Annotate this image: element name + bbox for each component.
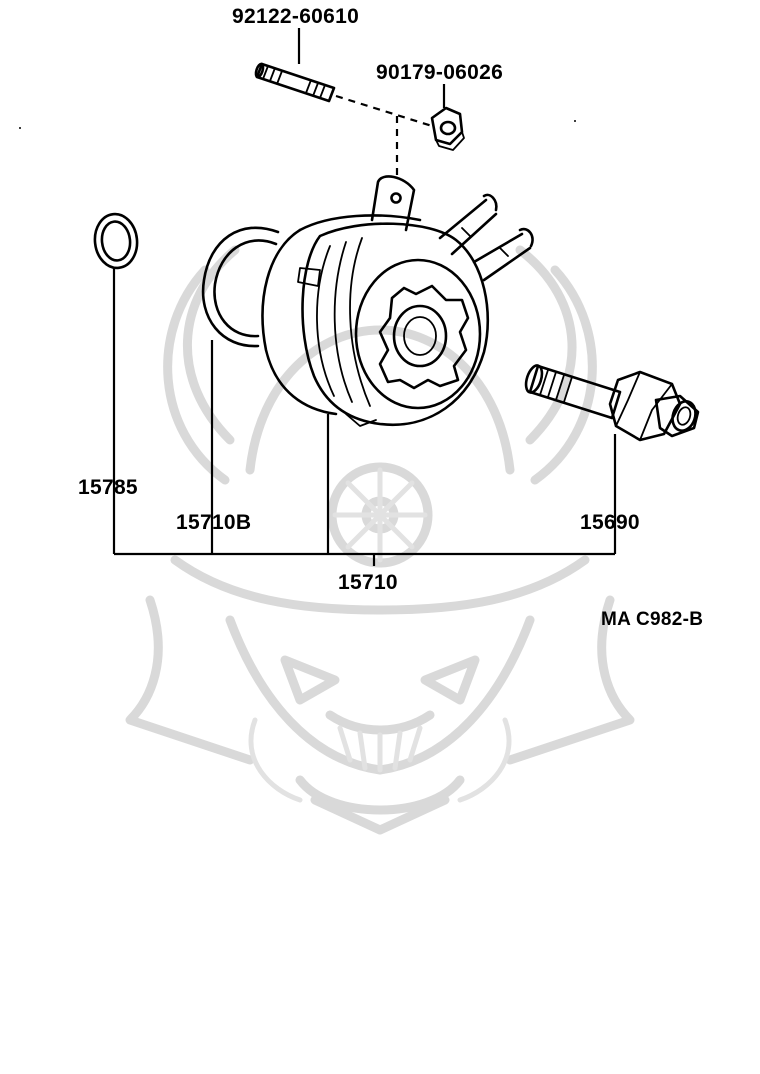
diagram-reference-code: MA C982-B (601, 609, 703, 630)
o-ring-drawing (93, 212, 139, 270)
stud-bolt-drawing (254, 62, 336, 103)
gasket-part-number: 15710B (176, 511, 251, 534)
nut-part-number: 90179-06026 (376, 61, 503, 84)
gasket-drawing (201, 226, 280, 348)
scan-speck (574, 120, 576, 122)
cooler-assy-part-number: 15710 (338, 571, 398, 594)
union-bolt-drawing (524, 364, 700, 442)
union-bolt-part-number: 15690 (580, 511, 640, 534)
stud-axis-dashline (335, 94, 433, 128)
oil-cooler-drawing (261, 175, 534, 427)
stud-part-number: 92122-60610 (232, 5, 359, 28)
o-ring-part-number: 15785 (78, 476, 138, 499)
flange-nut-drawing (430, 106, 465, 151)
scan-speck (19, 127, 21, 129)
leader-lines (112, 28, 617, 566)
samurai-helmet-watermark (125, 245, 635, 835)
